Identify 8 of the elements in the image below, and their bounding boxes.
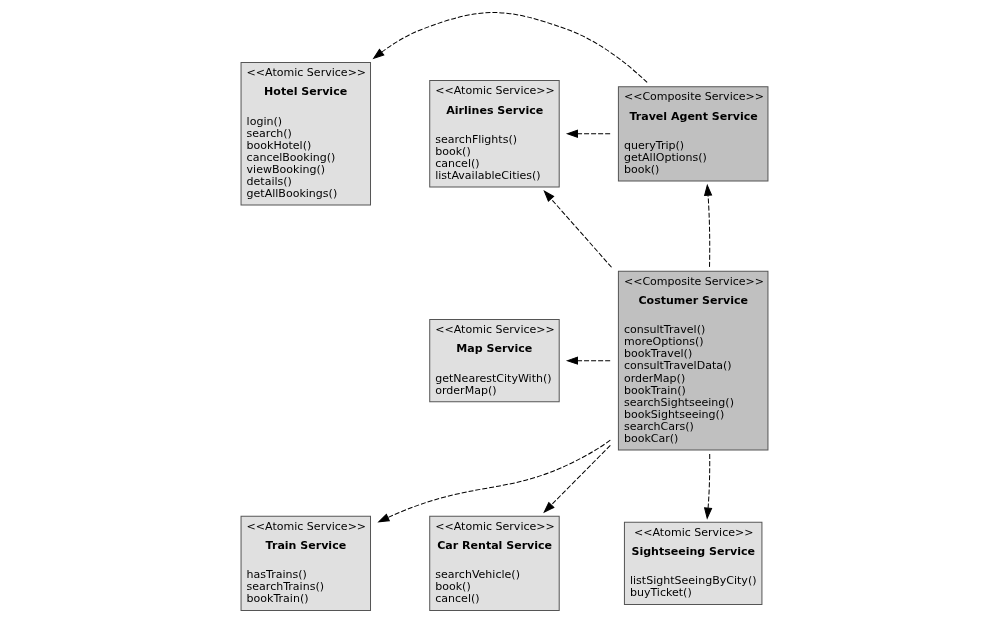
arrow — [377, 439, 611, 523]
arrow — [543, 444, 611, 513]
arrow — [372, 12, 648, 83]
arrow — [566, 129, 611, 138]
arrow — [703, 453, 712, 519]
arrow — [543, 190, 612, 268]
arrow — [566, 356, 611, 365]
arrow — [703, 184, 712, 268]
